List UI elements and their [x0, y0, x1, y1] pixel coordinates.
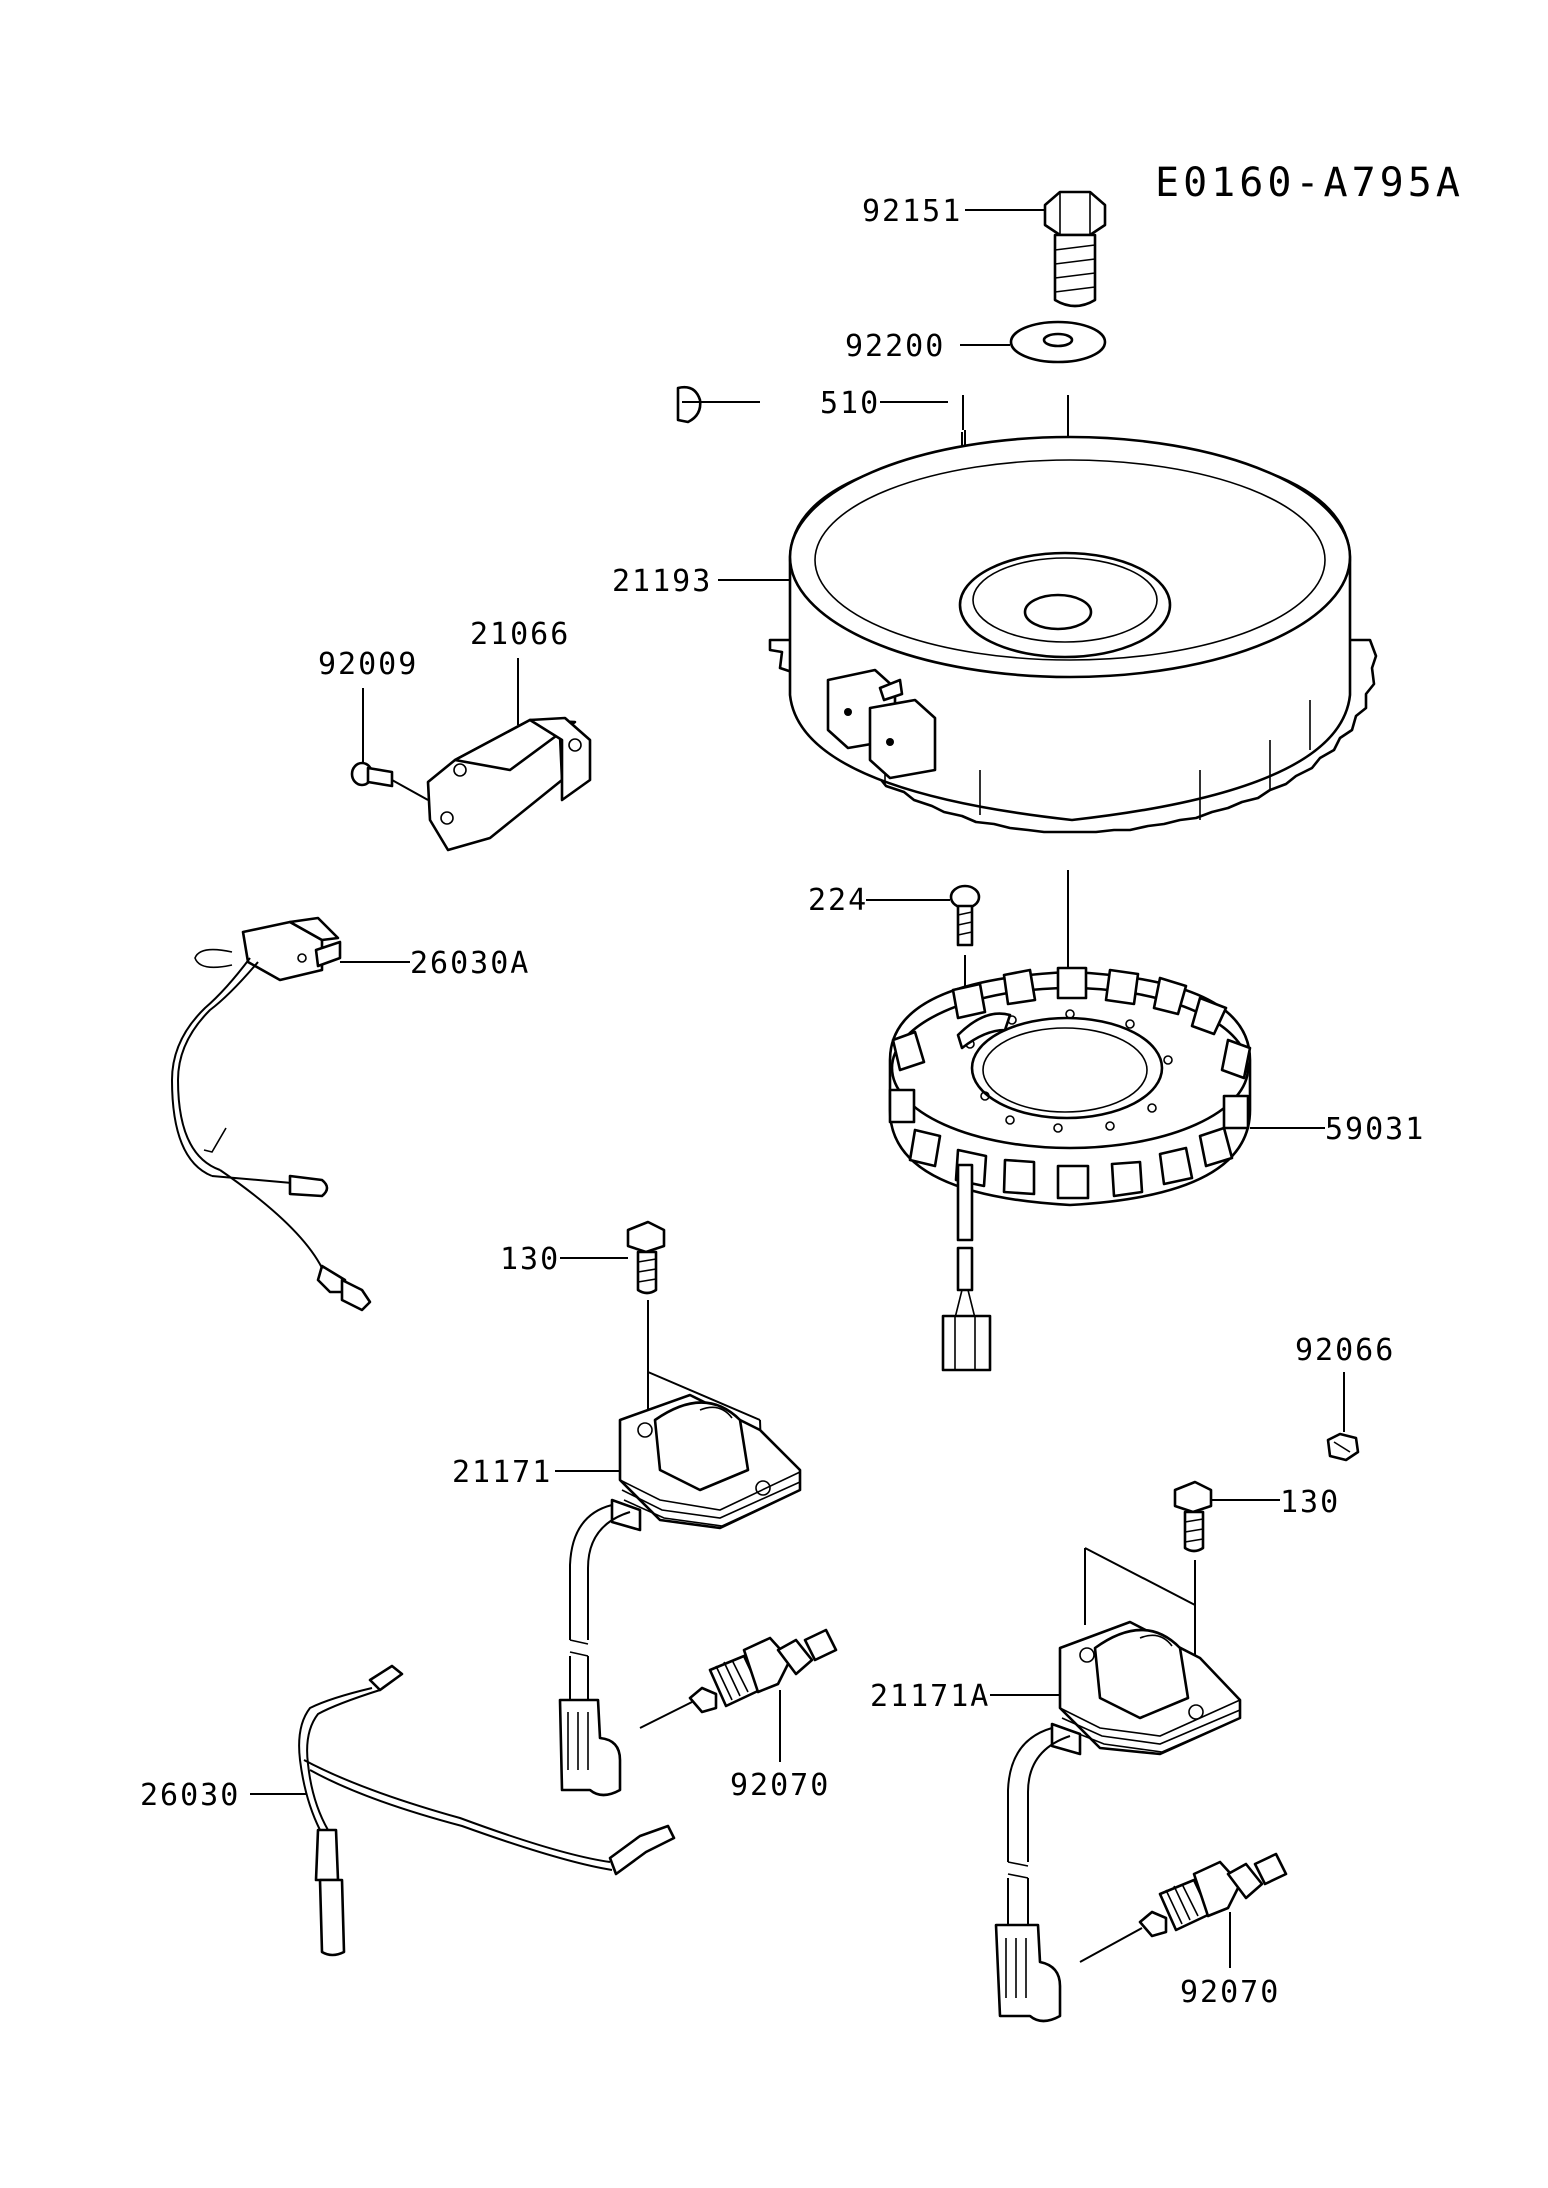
callout-92009: 92009 [318, 647, 418, 682]
flywheel-21193 [768, 435, 1378, 834]
callout-21171A: 21171A [870, 1679, 990, 1714]
bolt-130-left [626, 1220, 666, 1295]
regulator-21066 [426, 716, 592, 852]
callout-92070-right: 92070 [1180, 1975, 1280, 2010]
callout-92151: 92151 [862, 194, 962, 229]
ignition-coil-21171A [994, 1620, 1242, 2023]
callout-21171: 21171 [452, 1455, 552, 1490]
lead-wire-26030 [298, 1664, 676, 1957]
switch-harness-26030A [170, 916, 372, 1312]
callout-224: 224 [808, 883, 868, 918]
stator-59031 [888, 966, 1252, 1372]
callout-21066: 21066 [470, 617, 570, 652]
diagram-code: E0160-A795A [1155, 160, 1464, 206]
screw-92009 [350, 761, 394, 788]
bolt-92151 [1043, 190, 1107, 308]
callout-92070-left: 92070 [730, 1768, 830, 1803]
callout-26030A: 26030A [410, 946, 530, 981]
callout-92200: 92200 [845, 329, 945, 364]
bolt-130-right [1173, 1480, 1213, 1553]
callout-26030: 26030 [140, 1778, 240, 1813]
spark-plug-92070-left [688, 1628, 838, 1714]
washer-92200 [1009, 320, 1107, 364]
nut-92066 [1326, 1432, 1360, 1462]
spark-plug-92070-right [1138, 1852, 1288, 1938]
ignition-coil-21171 [558, 1393, 802, 1797]
callout-130-right: 130 [1280, 1485, 1340, 1520]
key-510 [676, 385, 702, 424]
callout-92066: 92066 [1295, 1333, 1395, 1368]
callout-130-left: 130 [500, 1242, 560, 1277]
bolt-224 [949, 884, 981, 947]
callout-510: 510 [820, 386, 880, 421]
callout-21193: 21193 [612, 564, 712, 599]
callout-59031: 59031 [1325, 1112, 1425, 1147]
